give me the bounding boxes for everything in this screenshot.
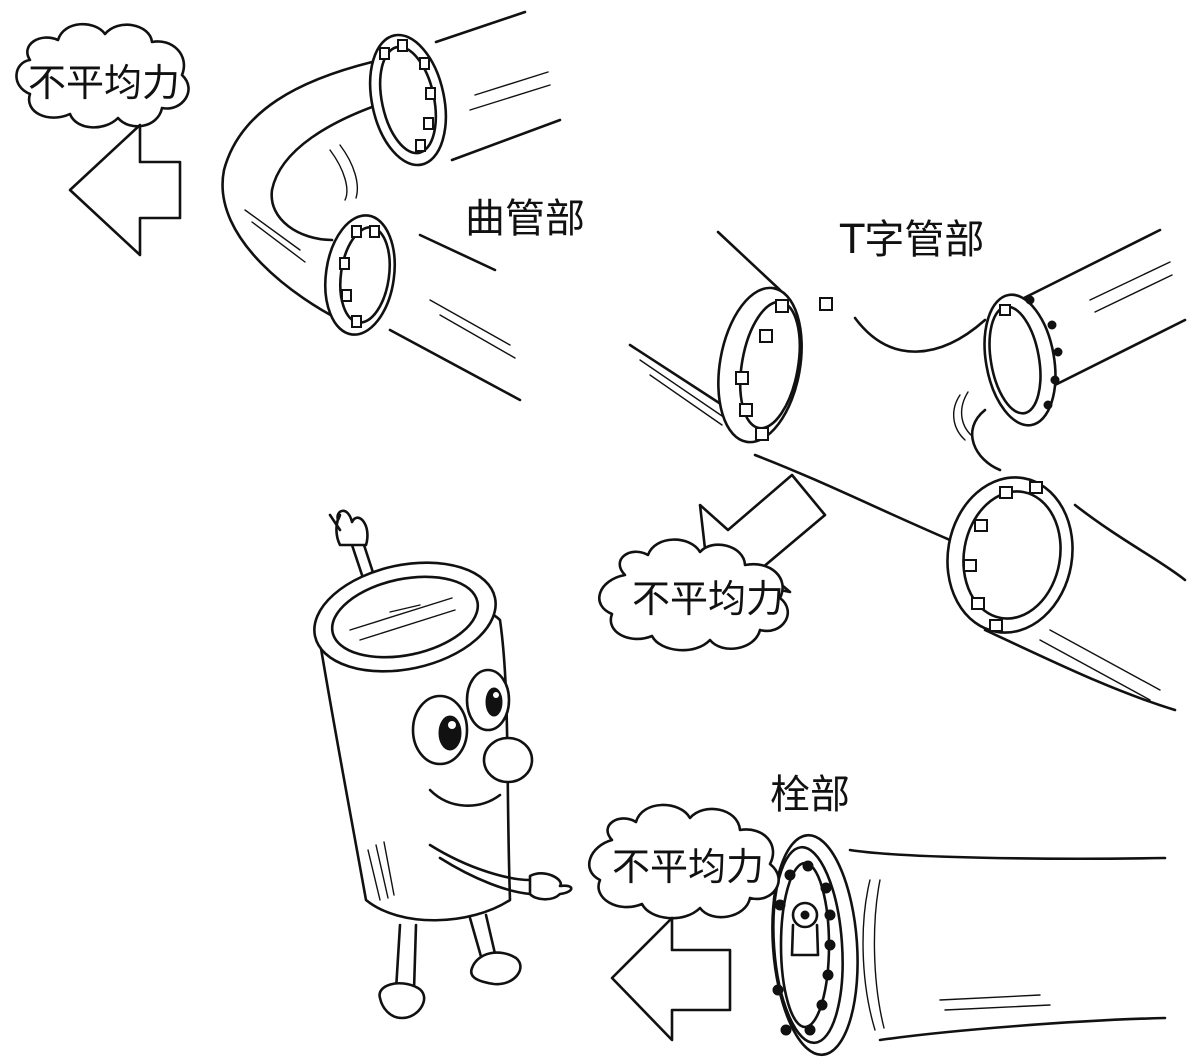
tee-pipe [628, 228, 1187, 712]
bend-label: 曲管部 [465, 196, 585, 242]
tee-force-text: 不平均力 [632, 577, 784, 621]
hydrant-pipe [771, 833, 1167, 1057]
hydrant-force-arrow [610, 916, 732, 1042]
bend-force-callout: 不平均力 [15, 22, 190, 257]
hydrant-force-callout: 不平均力 [588, 803, 780, 1042]
bend-force-arrow [68, 123, 182, 257]
bend-pipe [221, 10, 562, 402]
pipe-mascot [313, 509, 573, 1020]
tee-label: T字管部 [839, 217, 984, 263]
hydrant-label: 栓部 [770, 772, 850, 818]
bend-force-text: 不平均力 [28, 61, 180, 105]
tee-force-callout: 不平均力 [598, 473, 827, 652]
hydrant-force-text: 不平均力 [612, 845, 764, 889]
